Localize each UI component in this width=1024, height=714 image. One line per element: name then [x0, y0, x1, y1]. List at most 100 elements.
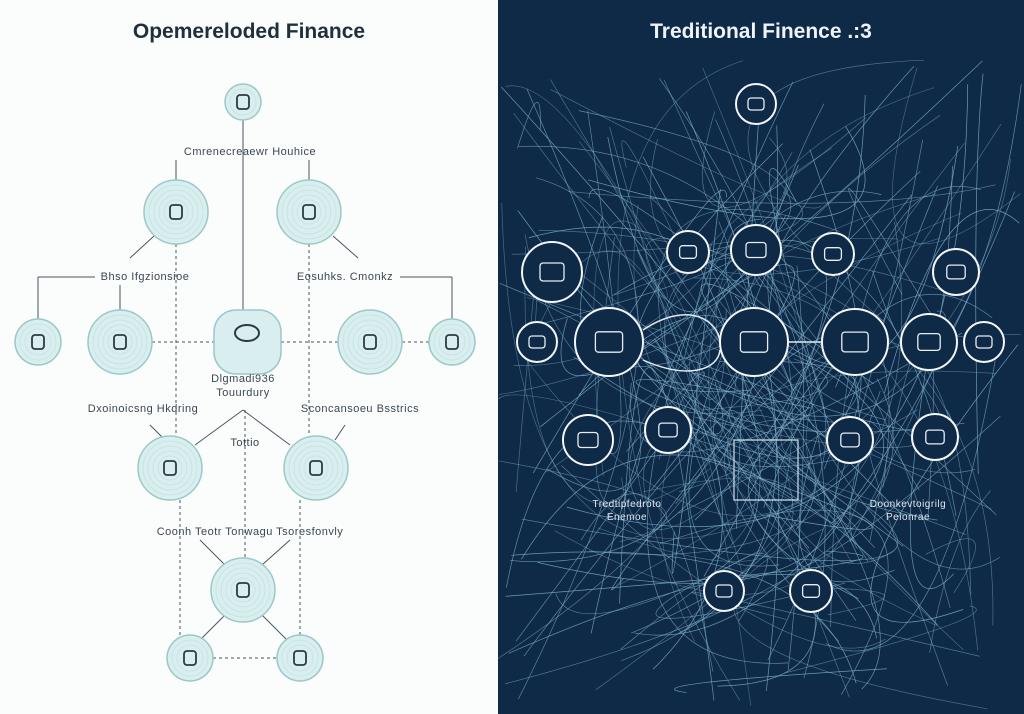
institution-node [574, 307, 644, 377]
institution-icon [925, 429, 945, 445]
web-line [501, 86, 881, 690]
node-ring [225, 572, 261, 608]
web-line [825, 360, 996, 652]
finance-node [166, 634, 214, 682]
web-line [725, 218, 869, 562]
web-line [505, 550, 864, 597]
web-line [517, 101, 541, 149]
web-line [540, 264, 795, 491]
node-glyph-icon [31, 334, 45, 350]
web-line [580, 493, 714, 672]
institution-node [932, 248, 980, 296]
node-glyph-icon [302, 204, 316, 220]
label-left-group-2: Enemoe [606, 512, 648, 523]
node-ring [171, 639, 209, 677]
web-line [741, 414, 992, 531]
web-line [807, 415, 1001, 566]
institution-node [521, 241, 583, 303]
web-line [646, 339, 720, 516]
institution-icon [975, 335, 993, 349]
web-line [830, 186, 982, 627]
node-glyph-icon [236, 94, 250, 110]
web-line [518, 349, 853, 517]
node-ring [147, 445, 193, 491]
institution-icon [840, 432, 860, 448]
finance-node [428, 318, 476, 366]
web-line [929, 490, 991, 653]
web-line [693, 277, 979, 651]
web-line [634, 191, 1015, 636]
web-line [684, 244, 712, 358]
web-line [552, 84, 1022, 417]
web-line [544, 246, 757, 561]
ledger-icon [733, 439, 799, 501]
node-ring [19, 323, 57, 361]
web-line [691, 373, 904, 547]
node-glyph-icon [363, 334, 377, 350]
web-line [708, 87, 935, 578]
institution-icon [594, 331, 624, 353]
node-ring [229, 88, 257, 116]
finance-node [210, 557, 276, 623]
web-line [498, 460, 667, 543]
node-glyph-icon [309, 460, 323, 476]
web-line [909, 336, 954, 590]
institution-icon [528, 335, 546, 349]
node-ring [303, 455, 329, 481]
web-line [645, 237, 837, 320]
institution-node [516, 321, 558, 363]
institution-node [826, 416, 874, 464]
node-ring [293, 445, 339, 491]
web-line [801, 587, 885, 616]
node-glyph-icon [169, 204, 183, 220]
web-line [925, 538, 976, 594]
web-line [587, 126, 866, 220]
institution-icon [745, 241, 767, 259]
node-ring [107, 329, 133, 355]
node-ring [142, 440, 198, 496]
institution-icon [747, 97, 765, 111]
node-ring [438, 328, 466, 356]
node-glyph-icon [445, 334, 459, 350]
institution-icon [823, 247, 843, 261]
web-line [620, 552, 768, 650]
node-glyph-icon [163, 460, 177, 476]
node-ring [148, 184, 204, 240]
web-line [508, 574, 878, 654]
web-line [678, 360, 859, 514]
web-line [554, 501, 858, 595]
node-glyph-icon [293, 650, 307, 666]
institution-icon [946, 264, 966, 280]
web-line [728, 410, 875, 622]
web-line [643, 432, 812, 701]
node-ring [157, 455, 183, 481]
node-ring [153, 189, 199, 235]
node-glyph-icon [113, 334, 127, 350]
web-line [617, 60, 744, 500]
web-line [587, 110, 622, 454]
web-line [655, 574, 846, 619]
institution-node [821, 308, 889, 376]
web-line [618, 159, 1011, 586]
finance-node [276, 634, 324, 682]
web-line [849, 390, 881, 549]
web-line [614, 137, 788, 296]
traditional-finance-panel: Treditional Finence .:3 Tredtipfedroto E… [498, 0, 1024, 714]
web-line [501, 202, 826, 539]
web-line [506, 420, 810, 588]
web-line [619, 367, 715, 701]
node-ring [176, 644, 204, 672]
node-ring [296, 199, 322, 225]
institution-icon [539, 262, 565, 282]
label-bottom: Coonh Teotr Tonwagu Tsoresfonvly [156, 526, 344, 538]
web-line [590, 190, 882, 634]
web-line [517, 210, 724, 435]
web-line [741, 66, 938, 521]
finance-node [87, 309, 153, 375]
institution-icon [658, 422, 678, 438]
connector-line [199, 539, 226, 566]
institution-node [911, 413, 959, 461]
node-ring [352, 324, 388, 360]
web-line [783, 605, 977, 674]
web-line [513, 151, 793, 366]
